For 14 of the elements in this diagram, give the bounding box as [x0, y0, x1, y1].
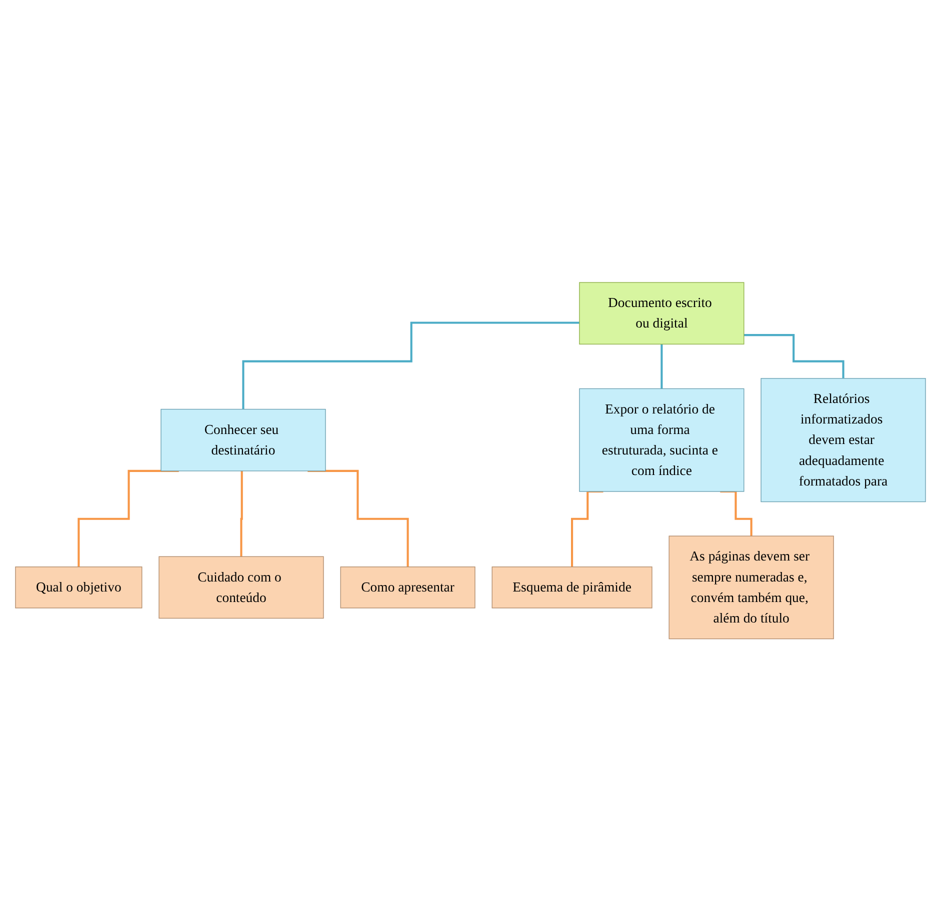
connector — [242, 322, 580, 411]
node-box — [340, 566, 476, 609]
node-box — [579, 388, 744, 492]
node-box — [760, 378, 926, 502]
node-box — [579, 282, 744, 345]
node-box — [15, 566, 142, 609]
connector — [660, 343, 663, 390]
connector — [240, 470, 244, 558]
node-box — [160, 409, 326, 472]
node-box — [668, 536, 834, 640]
connector — [744, 334, 844, 380]
node-box — [158, 556, 324, 619]
diagram: Documento escrito ou digital Conhecer seu destinatário Expor o relatório de uma forma estruturada, sucinta e com índice Relatórios informatizados devem estar adequadamente formatados para Qual o objetivo Cuidado com o conteúdo Como apresentar Esquema de pirâmide As páginas devem ser sempre numeradas e, convém também que, além do título — [10, 277, 931, 645]
node-box — [492, 566, 652, 609]
